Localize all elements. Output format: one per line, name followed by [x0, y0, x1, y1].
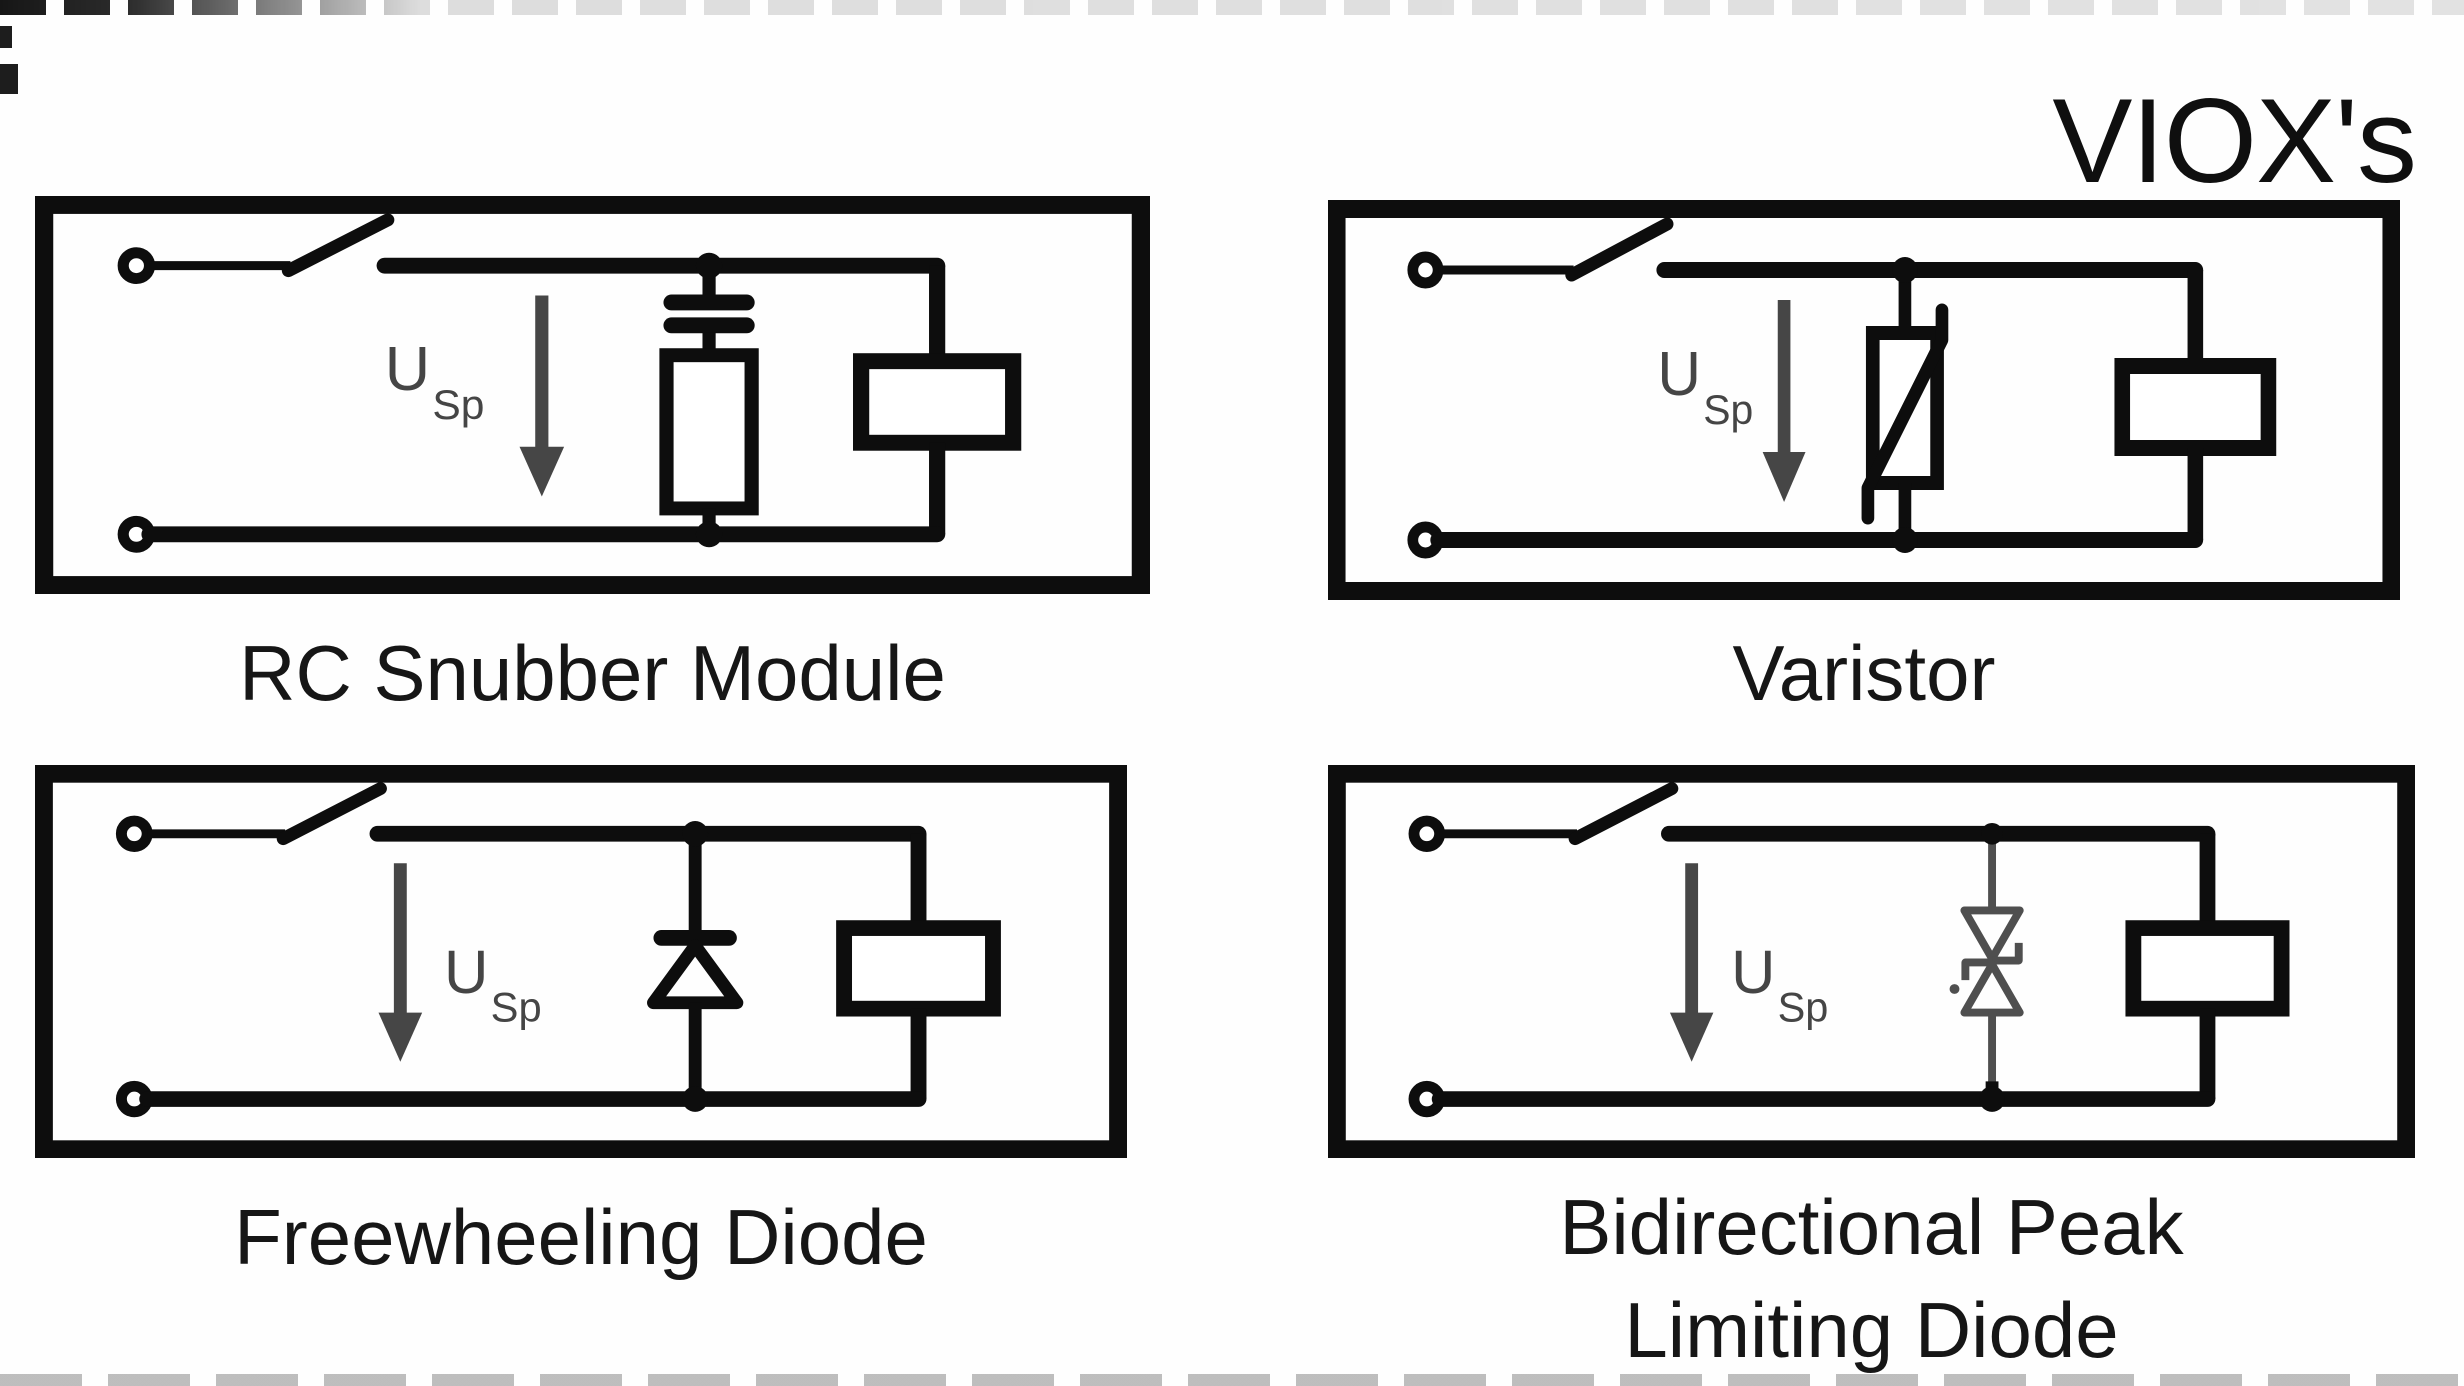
voltage-label: U	[1731, 938, 1775, 1006]
junction-dot	[1892, 527, 1918, 553]
junction-dot	[1892, 257, 1918, 283]
voltage-label: U	[385, 336, 430, 404]
resistor-icon	[659, 348, 759, 516]
junction-dot	[695, 252, 723, 279]
terminal-top-icon	[115, 815, 153, 852]
circuit-freewheeling-diode: U Sp	[35, 765, 1127, 1158]
caption-varistor: Varistor	[1328, 622, 2400, 725]
bottom-edge-artifact	[0, 1374, 2464, 1386]
junction-dot	[1981, 822, 2003, 845]
panel-border	[1328, 200, 2400, 600]
panel-border	[1328, 765, 2415, 1158]
caption-bidirectional-peak-limiting-diode: Bidirectional Peak Limiting Diode	[1328, 1176, 2415, 1382]
terminal-top-icon	[1408, 815, 1446, 852]
junction-dot	[1979, 1086, 2005, 1112]
voltage-arrow-icon	[378, 863, 423, 1062]
voltage-arrow-icon	[1762, 300, 1806, 502]
left-edge-artifact	[0, 26, 12, 48]
terminal-top-icon	[1407, 251, 1444, 289]
switch-blade-icon	[281, 213, 395, 278]
caption-text: Varistor	[1732, 629, 1996, 717]
panel-freewheeling-diode: U Sp	[35, 765, 1127, 1158]
page-title: VIOX's	[2052, 74, 2417, 208]
load-box	[2114, 358, 2277, 456]
caption-text: RC Snubber Module	[239, 629, 946, 717]
voltage-label: U	[1657, 339, 1701, 408]
junction-dot	[682, 1086, 709, 1112]
panel-rc-snubber: U Sp	[35, 196, 1150, 594]
junction-dot	[682, 821, 709, 847]
terminal-top-icon	[117, 247, 156, 285]
bidirectional-zener-diode-icon	[1949, 833, 2024, 1094]
circuit-rc-snubber: U Sp	[35, 196, 1150, 594]
voltage-arrow-icon	[1669, 863, 1714, 1062]
varistor-icon	[1861, 303, 1949, 525]
voltage-label: U	[444, 938, 488, 1006]
panel-bidirectional-peak-limiting-diode: U Sp	[1328, 765, 2415, 1158]
voltage-label-subscript: Sp	[432, 381, 484, 428]
diode-icon	[647, 930, 744, 1010]
voltage-arrow-icon	[519, 295, 565, 497]
switch-blade-icon	[1565, 217, 1674, 282]
top-edge-artifact	[0, 0, 2464, 15]
voltage-label-subscript: Sp	[1778, 985, 1829, 1031]
junction-dot	[695, 521, 723, 548]
circuit-bidirectional-tvs: U Sp	[1328, 765, 2415, 1158]
caption-text: Limiting Diode	[1624, 1285, 2119, 1374]
voltage-label-subscript: Sp	[491, 984, 542, 1031]
stray-mark	[1949, 984, 1960, 994]
circuit-varistor: U Sp	[1328, 200, 2400, 600]
capacitor-icon	[663, 294, 755, 334]
panel-border	[35, 196, 1150, 594]
panel-varistor: U Sp	[1328, 200, 2400, 600]
caption-rc-snubber: RC Snubber Module	[35, 622, 1150, 725]
caption-freewheeling-diode: Freewheeling Diode	[35, 1186, 1127, 1289]
load-box	[853, 353, 1022, 451]
load-box	[2125, 920, 2290, 1017]
caption-text: Bidirectional Peak	[1559, 1183, 2184, 1271]
caption-text: Freewheeling Diode	[234, 1193, 928, 1281]
panel-border	[35, 765, 1127, 1158]
voltage-label-subscript: Sp	[1703, 386, 1753, 434]
load-box	[836, 920, 1001, 1017]
switch-blade-icon	[1568, 782, 1679, 846]
switch-blade-icon	[276, 782, 387, 846]
left-edge-artifact	[0, 64, 18, 94]
